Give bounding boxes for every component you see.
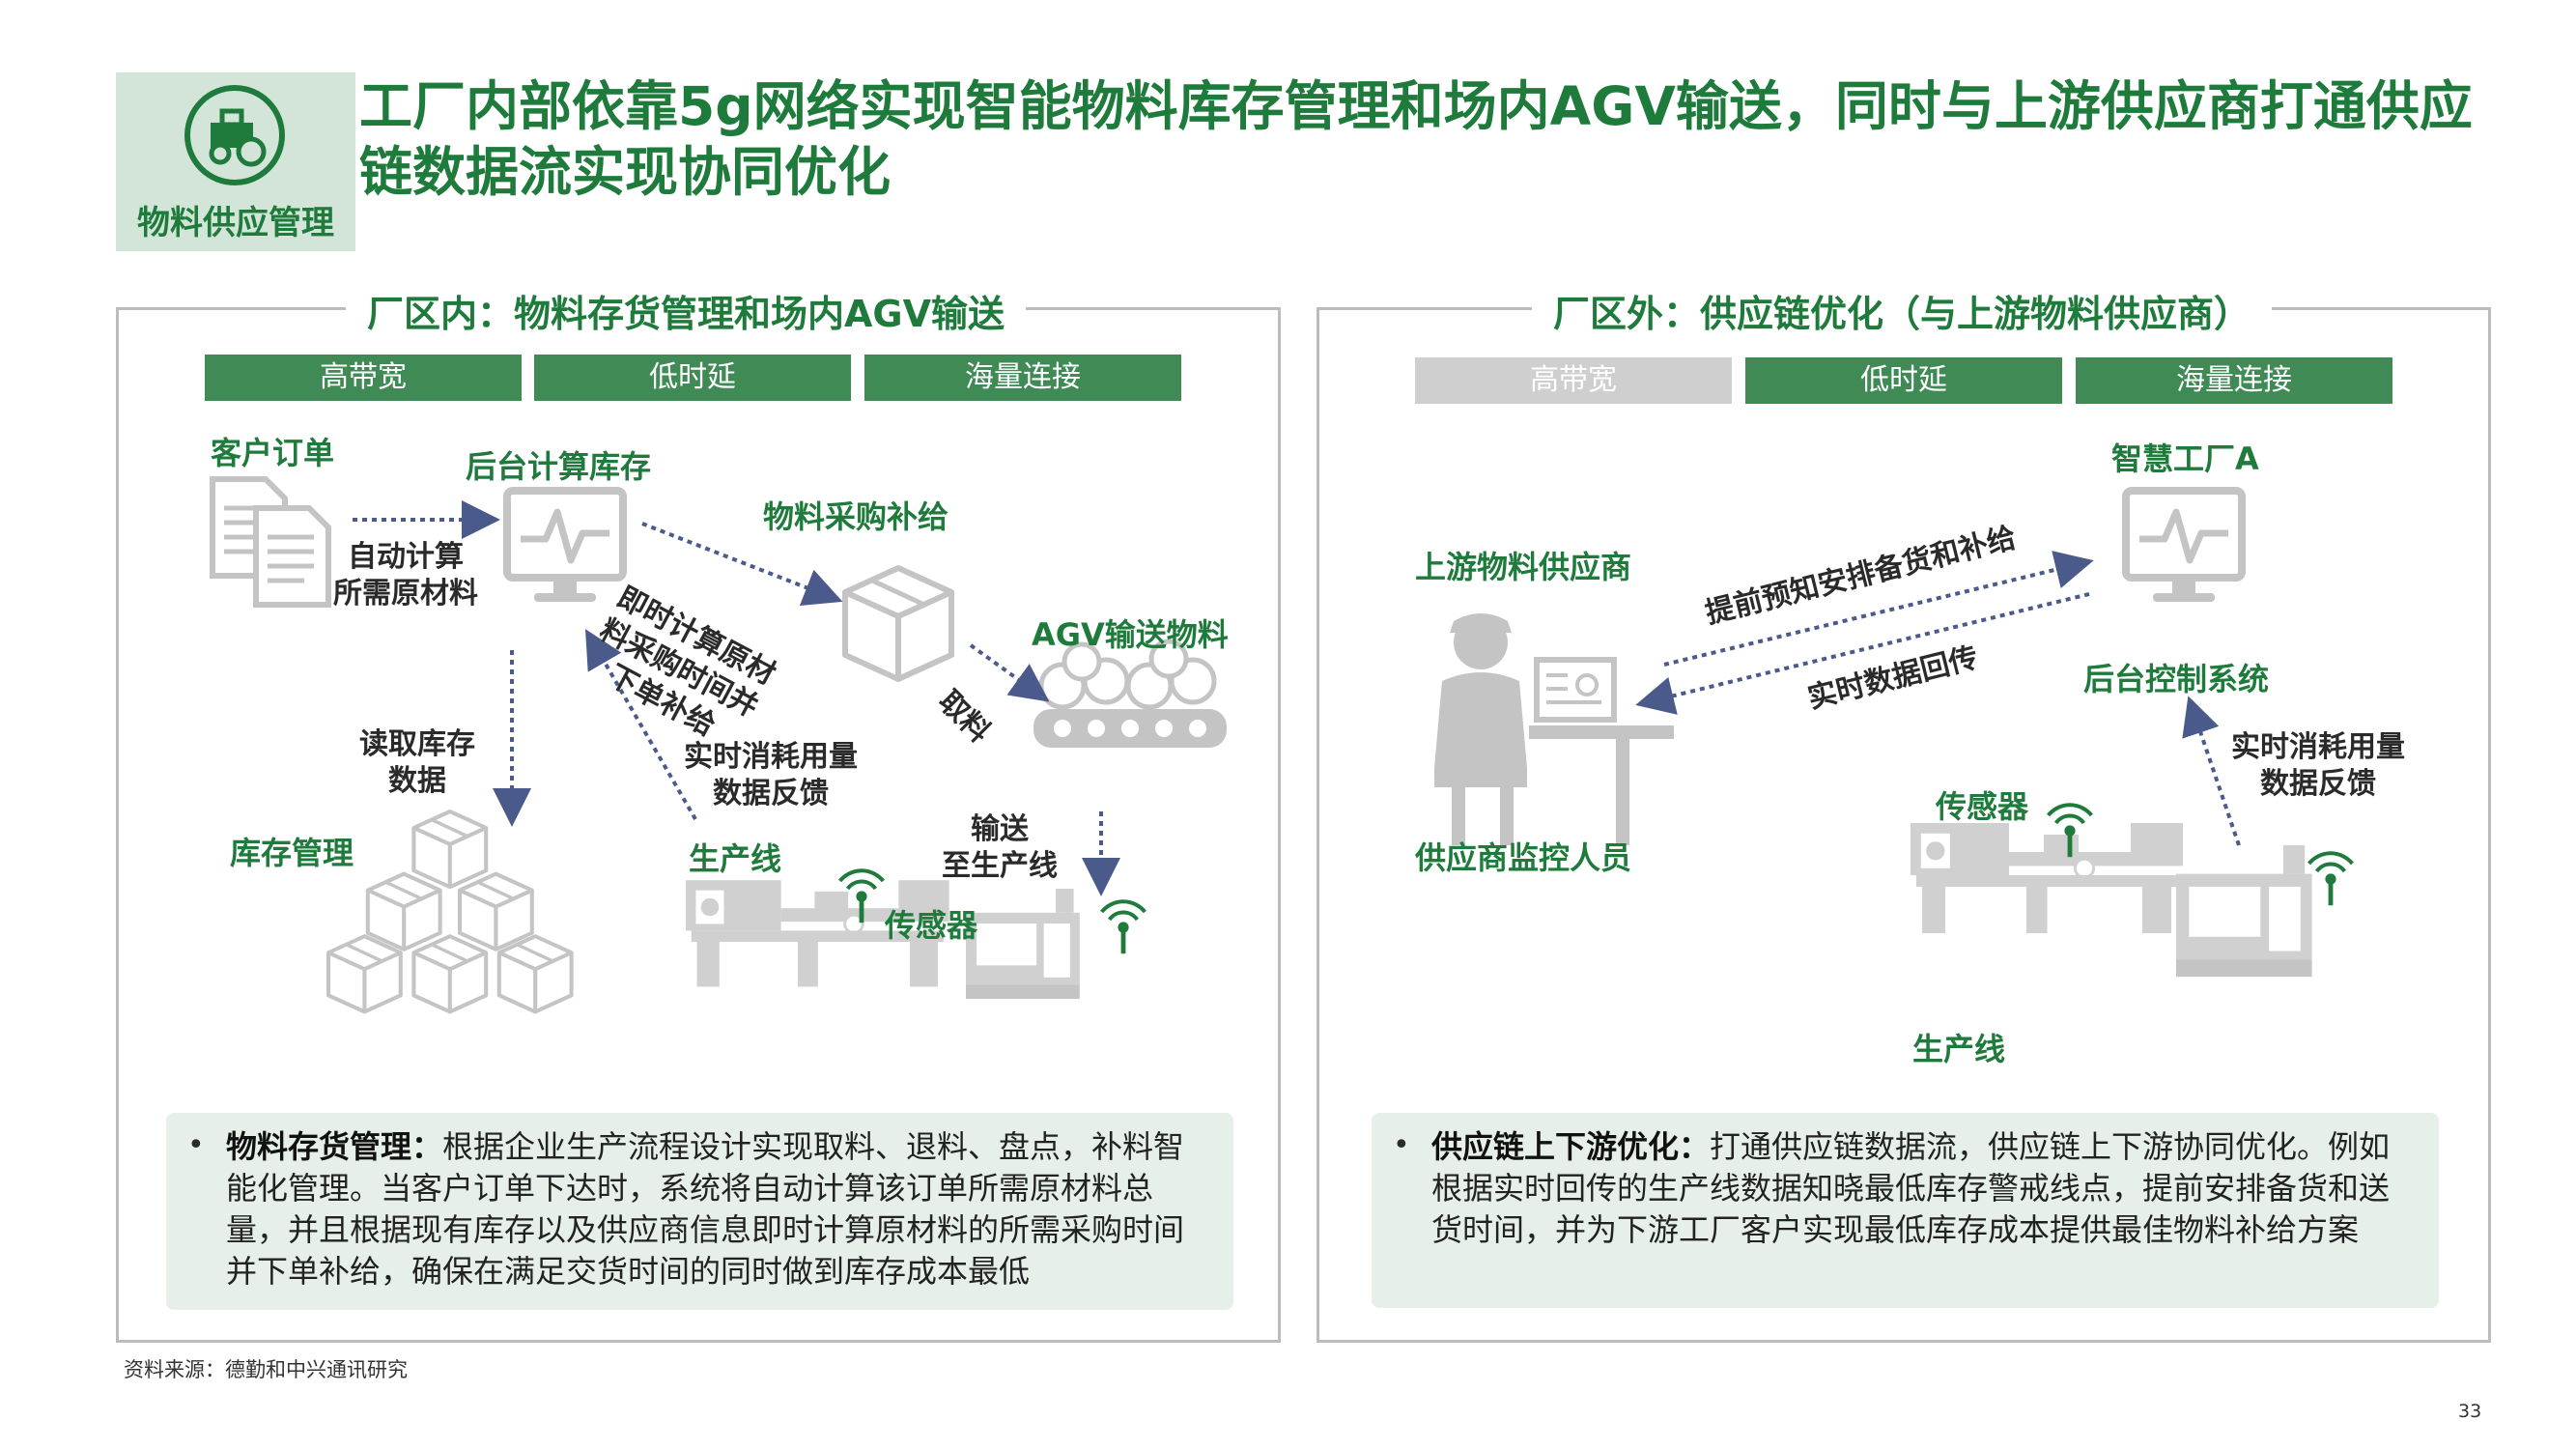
cnc-machine-icon-right: [2176, 845, 2312, 978]
realtime-feedback-label-right: 实时消耗用量 数据反馈: [2231, 730, 2405, 801]
agv-label: AGV输送物料: [1032, 616, 1229, 653]
agv-conveyor-icon: [1033, 639, 1227, 748]
left-note-bullet: •: [187, 1128, 205, 1162]
upstream-supplier-label: 上游物料供应商: [1415, 549, 1632, 585]
left-panel-title: 厂区内：物料存货管理和场内AGV输送: [346, 284, 1027, 337]
tractor-icon: [184, 85, 285, 185]
sensor-signal-icon-2: [1102, 901, 1146, 953]
badge-label: 物料供应管理: [137, 204, 334, 242]
right-tag-connections: 海量连接: [2076, 357, 2392, 404]
right-note: • 供应链上下游优化：打通供应链数据流，供应链上下游协同优化。例如根据实时回传的…: [1372, 1113, 2439, 1308]
purchase-box-icon: [845, 568, 951, 679]
right-note-title: 供应链上下游优化: [1431, 1128, 1680, 1165]
inventory-boxes-icon: [328, 811, 572, 1011]
right-note-bullet: •: [1393, 1128, 1410, 1162]
smart-factory-label: 智慧工厂A: [2111, 440, 2259, 477]
right-diagram: [1434, 406, 2485, 978]
right-note-paragraph: 供应链上下游优化：打通供应链数据流，供应链上下游协同优化。例如根据实时回传的生产…: [1431, 1128, 2391, 1248]
inventory-mgmt-label: 库存管理: [230, 835, 354, 871]
right-tag-latency: 低时延: [1745, 357, 2062, 404]
backend-monitor-icon: [507, 491, 623, 602]
deliver-label: 输送 至生产线: [942, 812, 1058, 883]
left-tag-connections: 海量连接: [864, 355, 1181, 401]
right-panel-title: 厂区外：供应链优化（与上游物料供应商）: [1532, 284, 2273, 337]
supplier-monitor-label: 供应商监控人员: [1415, 839, 1632, 876]
source-note: 资料来源：德勤和中兴通讯研究: [124, 1358, 408, 1381]
header-badge: 物料供应管理: [116, 72, 355, 251]
backend-inventory-label: 后台计算库存: [466, 448, 652, 485]
left-note-text: 根据企业生产流程设计实现取料、退料、盘点，补料智能化管理。当客户订单下达时，系统…: [226, 1128, 1185, 1290]
sensor-label-right: 传感器: [1936, 788, 2029, 825]
right-tag-bandwidth: 高带宽: [1415, 357, 1732, 404]
purchase-label: 物料采购补给: [763, 498, 949, 535]
sensor-signal-icon-right-2: [2309, 853, 2353, 905]
backend-control-label: 后台控制系统: [2083, 661, 2270, 697]
cnc-machine-icon: [966, 889, 1080, 1000]
left-tag-bandwidth: 高带宽: [205, 355, 522, 401]
auto-calc-label: 自动计算 所需原材料: [333, 540, 478, 611]
sensor-label: 传感器: [885, 907, 978, 944]
left-diagram: [210, 476, 1227, 1101]
realtime-feedback-label-left: 实时消耗用量 数据反馈: [684, 740, 858, 810]
factory-monitor-icon: [2126, 491, 2242, 602]
production-line-label-right: 生产线: [1912, 1031, 2006, 1067]
production-line-label: 生产线: [689, 840, 782, 877]
page-number: 33: [2458, 1401, 2482, 1422]
left-note: • 物料存货管理：根据企业生产流程设计实现取料、退料、盘点，补料智能化管理。当客…: [166, 1113, 1233, 1310]
right-note-text: 打通供应链数据流，供应链上下游协同优化。例如根据实时回传的生产线数据知晓最低库存…: [1431, 1128, 2391, 1248]
left-note-paragraph: 物料存货管理：根据企业生产流程设计实现取料、退料、盘点，补料智能化管理。当客户订…: [226, 1128, 1185, 1290]
document-icon: [210, 476, 331, 608]
page-title: 工厂内部依靠5g网络实现智能物料库存管理和场内AGV输送，同时与上游供应商打通供…: [359, 75, 2473, 203]
read-inventory-label: 读取库存 数据: [359, 727, 475, 798]
customer-order-label: 客户订单: [211, 435, 335, 471]
supplier-worker-icon: [1434, 613, 1674, 845]
left-tag-latency: 低时延: [534, 355, 851, 401]
lathe-machine-icon-right: [1909, 821, 2185, 935]
left-note-title: 物料存货管理: [226, 1128, 412, 1165]
